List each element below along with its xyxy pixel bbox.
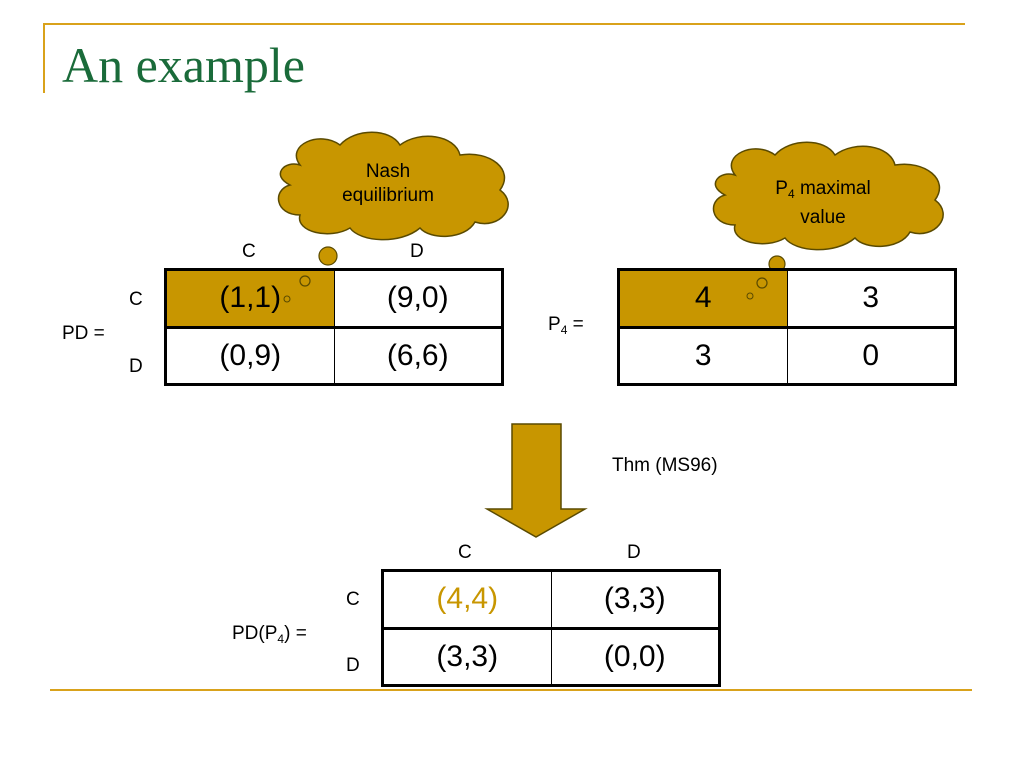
pdp4-cell-dc: (3,3) xyxy=(382,627,552,686)
p4-label: P4 = xyxy=(548,314,584,337)
header-rule-left xyxy=(43,23,45,93)
pdp4-matrix: (4,4) (3,3) (3,3) (0,0) xyxy=(381,569,721,687)
pd-cell-cc: (1,1) xyxy=(165,269,335,329)
pdp4-col-header-c: C xyxy=(458,542,472,563)
theorem-caption: Thm (MS96) xyxy=(612,455,718,476)
pd-cell-cd: (9,0) xyxy=(333,269,503,329)
pdp4-label: PD(P4) = xyxy=(232,623,307,646)
pd-cell-dc: (0,9) xyxy=(165,326,335,385)
header-rule-top xyxy=(43,23,965,25)
pd-matrix: (1,1) (9,0) (0,9) (6,6) xyxy=(164,268,504,386)
pd-cell-dd: (6,6) xyxy=(333,326,503,385)
slide-title: An example xyxy=(62,37,305,93)
footer-rule xyxy=(50,689,972,691)
pd-row-header-d: D xyxy=(129,356,143,377)
pd-col-header-d: D xyxy=(410,241,424,262)
down-arrow-icon xyxy=(484,423,588,538)
pd-row-header-c: C xyxy=(129,289,143,310)
pd-col-header-c: C xyxy=(242,241,256,262)
pdp4-col-header-d: D xyxy=(627,542,641,563)
pd-label: PD = xyxy=(62,323,105,344)
p4-cell-dd: 0 xyxy=(786,326,956,385)
pdp4-cell-dd: (0,0) xyxy=(550,627,720,686)
p4-callout-line1: P4 maximal xyxy=(775,178,871,201)
pdp4-cell-cc: (4,4) xyxy=(382,570,552,630)
p4-cell-dc: 3 xyxy=(618,326,788,385)
p4-callout-text: P4 maximal value xyxy=(748,177,898,230)
pdp4-row-header-d: D xyxy=(346,655,360,676)
p4-cell-cd: 3 xyxy=(786,269,956,329)
pdp4-row-header-c: C xyxy=(346,589,360,610)
nash-callout-text: Nash equilibrium xyxy=(342,161,434,206)
pdp4-cell-cd: (3,3) xyxy=(550,570,720,630)
